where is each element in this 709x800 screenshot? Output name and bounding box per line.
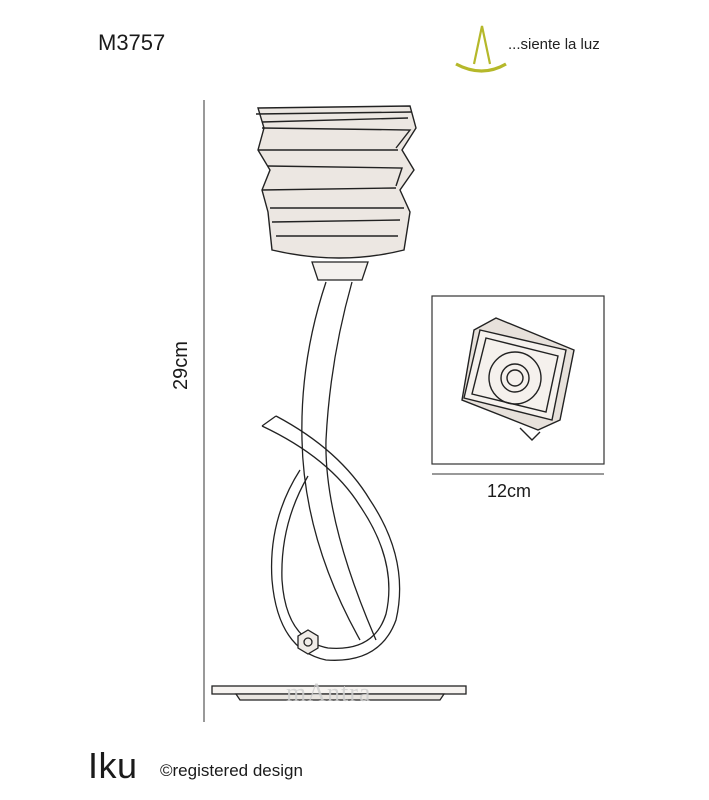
product-name: Iku [88,745,138,786]
model-code: M3757 [98,30,166,55]
tagline: ...siente la luz [508,36,600,53]
width-dimension-label: 12cm [487,481,532,501]
top-view-shade [461,317,575,441]
lamp-base [211,685,467,701]
arc-light-logo-icon [455,25,507,73]
registered-design-label: ©registered design [160,761,303,780]
brand-watermark: mAntra [286,678,372,707]
top-view-frame [431,295,605,465]
lamp-arm [261,281,401,661]
height-dimension-label: 29cm [170,341,192,390]
lamp-shade [255,105,417,259]
adjustment-knob [297,629,319,655]
lamp-holder [311,261,369,281]
